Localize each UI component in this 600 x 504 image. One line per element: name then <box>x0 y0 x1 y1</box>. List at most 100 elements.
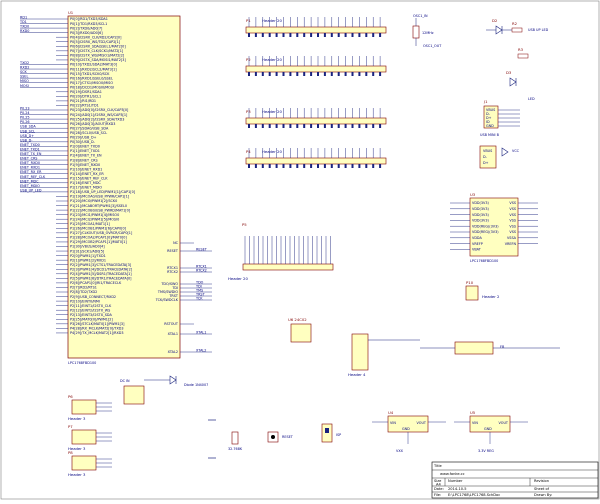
header-pin-foot <box>310 124 313 128</box>
mcu-left-pin-label: P0[0]/RD1/TXD3/SDA1 <box>70 17 108 21</box>
mcu-left-pin-label: P0[5]/I2SRX_WS/TD2/CAP2[1] <box>70 40 121 44</box>
mcu-left-pin-label: P1[0]/ENET_TXD0 <box>70 145 100 149</box>
power-ic-left-label: VDD(3V3) <box>472 201 489 205</box>
header-pin-foot <box>351 164 354 168</box>
mcu-left-pin-label: P2[4]/PWM1[5]/DSR1/TRACEDATA[1] <box>70 272 132 276</box>
power-ic-u3: U3 VDD(3V3)VDD(3V3)VDD(3V3)VDD(3V3)VDD(R… <box>450 192 538 263</box>
header-pin-foot <box>317 124 319 128</box>
header-p10-ref: P10 <box>466 280 474 285</box>
website: www.fanke.cc <box>440 472 465 476</box>
mcu-right-net-label: TRST <box>195 292 206 296</box>
connector-u2: Header 4 <box>348 333 420 377</box>
mcu-left-net-label: MISO <box>20 79 29 83</box>
power-ic-part: LPC1768FBD100 <box>470 259 498 263</box>
header-p10-body <box>465 285 479 301</box>
filter-block: FB <box>420 341 560 355</box>
filter-label: FB <box>500 345 505 349</box>
header-pin-foot <box>289 124 292 128</box>
header-label: Header 20 <box>262 57 282 62</box>
osc-net-out: OSC1_OUT <box>423 44 442 48</box>
mcu-left-net-label: USB_SDA <box>20 125 36 129</box>
header-pin-foot <box>248 33 250 37</box>
power-ic-left-label: VREFP <box>472 242 483 246</box>
reset-switch-knob <box>271 435 275 439</box>
mcu-right-net-label: XTAL1 <box>196 330 206 334</box>
mcu-left-pin-label: P0[29]/USB_D+ <box>70 136 97 140</box>
header-pin-foot <box>358 164 361 168</box>
mcu-left-pin-label: P1[30]/VBUS/AD0[4] <box>70 245 105 249</box>
mcu-left-pin-label: P1[1]/ENET_TXD1 <box>70 149 100 153</box>
mcu-left-pin-label: P0[3]/RXD0/AD0[6] <box>70 31 103 35</box>
header-pin-foot <box>310 164 313 168</box>
regulator-label: 3.3V REG <box>478 449 494 453</box>
header-pin-foot <box>289 164 292 168</box>
header-pin-foot <box>268 164 271 168</box>
connector-u2-body <box>351 333 369 371</box>
led-group: D2 R2 USB UP LED D3 R3 LED <box>486 18 549 101</box>
header-pin-foot <box>330 33 333 37</box>
usb-b-dp: D+ <box>483 161 489 165</box>
header-pin-foot <box>344 72 347 76</box>
reset-switch: RESET <box>267 431 294 443</box>
mcu-left-pin-label: P3[25]/MAT0[0]/PWM1[2] <box>70 318 113 322</box>
mcu-right-net-label: XTAL2 <box>196 348 206 352</box>
power-ic-right-label: VSS <box>509 230 516 234</box>
mcu-left-pin-label: P1[20]/MCI0/PWM1[2]/SCK0 <box>70 199 117 203</box>
oscillator-y1: OSC1_IN 12MHz OSC1_OUT <box>412 14 442 48</box>
small-header-label: Header 3 <box>68 446 86 451</box>
header-pin-foot <box>358 124 361 128</box>
file-value: E:\LPC1768\LPC1768.SchDoc <box>448 493 500 497</box>
mcu-body <box>67 15 181 359</box>
mcu-left-pin-label: P0[6]/I2SRX_SDA/SSEL1/MAT2[0] <box>70 45 126 49</box>
file-label: File: <box>434 493 441 497</box>
mcu-left-net-label: MOSI <box>20 84 29 88</box>
mcu-left-pin-label: P2[11]/EINT1/I2STX_CLK <box>70 304 112 308</box>
header-pin-foot <box>282 72 285 76</box>
mcu-right-pin-label: TRST <box>168 294 179 298</box>
header-pin-foot <box>323 164 326 168</box>
drawn-label: Drawn By: <box>534 493 552 497</box>
mcu-left-pin-label: P0[21]/RI1/RD1 <box>70 99 96 103</box>
mcu-left-pin-label: P1[18]/USB_UP_LED/PWM1[1]/CAP1[0] <box>70 190 136 194</box>
header-pin-foot <box>275 33 278 37</box>
mcu-left-pin-label: P1[22]/MCOB0/USB_PWRD/MAT1[0] <box>70 208 131 212</box>
osc-net-in: OSC1_IN <box>413 14 428 18</box>
header-pin-foot <box>358 33 361 37</box>
header-p5-ref: P5 <box>242 222 247 227</box>
mcu-right-net-label: TCK <box>195 296 203 300</box>
usb-pin-label: ID <box>486 120 490 124</box>
sheet-label: Sheet of <box>534 487 550 491</box>
power-ic-right-label: VSS <box>509 213 516 217</box>
power-ic-right-label: VSSA <box>507 236 517 240</box>
isp-switch-label: ISP <box>336 433 341 437</box>
mcu-left-net-label: USB_D- <box>20 138 33 142</box>
usb-b-connector: VBUS D- D+ VCC <box>479 145 520 169</box>
mcu-left-pin-label: P0[24]/AD0[1]/I2SRX_WS/CAP3[1] <box>70 113 128 117</box>
mcu-left-net-label: ENET_TXD1 <box>20 147 40 151</box>
mcu-left-net-label: RXD2 <box>20 66 29 70</box>
res-r3 <box>517 53 529 59</box>
mcu-right-pin-label: RTCX1 <box>167 266 178 270</box>
mcu-left-pin-label: P0[4]/I2SRX_CLK/RD2/CAP2[0] <box>70 35 122 39</box>
mcu-left-pin-label: P0[10]/TXD2/SDA2/MAT3[0] <box>70 63 118 67</box>
power-ic-right-label: VSS <box>509 219 516 223</box>
header-pin-foot <box>317 164 319 168</box>
mcu-right-pin-label: RESET <box>167 249 179 253</box>
header-pin-foot <box>254 164 257 168</box>
led-d2-ref: D2 <box>492 18 498 23</box>
mcu-left-pin-label: P1[25]/MCOA1/MAT1[1] <box>70 222 111 226</box>
header-pin-foot <box>254 33 257 37</box>
osc-crystal <box>412 25 420 39</box>
res-r2 <box>511 27 523 33</box>
mcu-left-pin-label: P0[27]/SDA0/USB_SDA <box>70 126 109 130</box>
mcu-left-net-label: SSEL <box>20 75 28 79</box>
mcu-left-pin-label: P1[9]/ENET_RXD0 <box>70 163 100 167</box>
mcu-left-pin-label: P1[27]/CLKOUT/USB_OVRCR/CAP0[1] <box>70 231 133 235</box>
regulator-vout: VOUT <box>499 421 509 425</box>
mcu-right-net-label: RESET <box>196 247 208 251</box>
header-pin-foot <box>337 164 340 168</box>
power-ic-left-label: VBAT <box>472 248 482 252</box>
header-body <box>245 157 387 165</box>
revision-label: Revision <box>534 479 549 483</box>
